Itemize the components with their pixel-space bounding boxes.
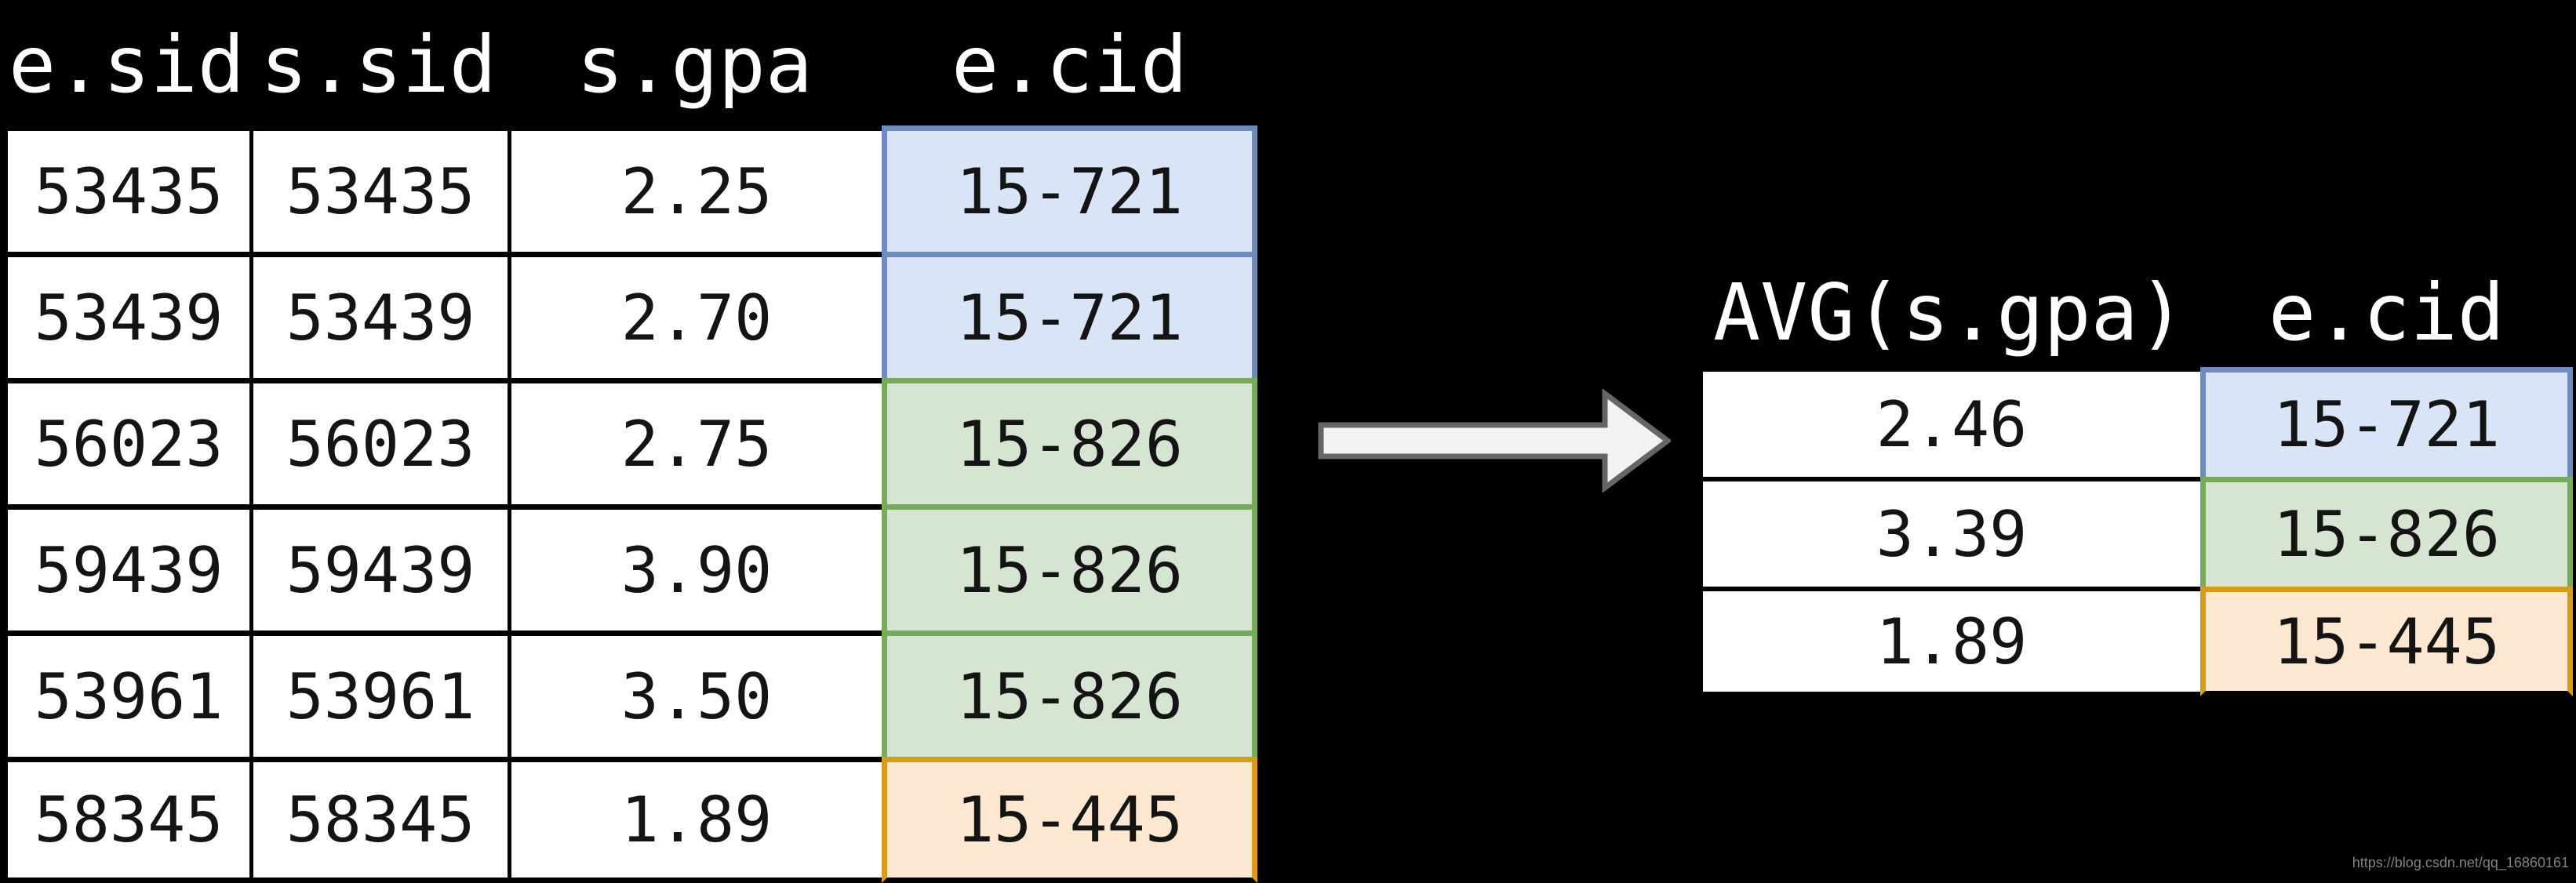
column-header-e-sid: e.sid <box>8 18 246 111</box>
table-cell: 3.50 <box>508 630 882 757</box>
result-table-header-row: AVG(s.gpa) e.cid <box>1698 267 2573 358</box>
table-cell-course: 15-721 <box>2200 367 2573 477</box>
table-cell: 53961 <box>4 630 249 757</box>
table-cell: 58345 <box>4 757 249 883</box>
table-cell: 59439 <box>4 504 249 630</box>
source-table: 53435 53435 2.25 15-721 53439 53439 2.70… <box>4 125 1257 883</box>
table-cell: 3.90 <box>508 504 882 630</box>
table-cell: 2.46 <box>1698 367 2200 477</box>
table-cell: 58345 <box>249 757 508 883</box>
table-cell: 2.70 <box>508 252 882 378</box>
table-cell: 53961 <box>249 630 508 757</box>
table-cell-course: 15-826 <box>882 630 1257 757</box>
table-cell: 56023 <box>4 378 249 504</box>
table-cell: 1.89 <box>1698 587 2200 696</box>
table-cell: 53435 <box>4 125 249 252</box>
table-cell-course: 15-445 <box>2200 587 2573 696</box>
column-header-avg-gpa: AVG(s.gpa) <box>1712 267 2186 358</box>
watermark-url: https://blog.csdn.net/qq_16860161 <box>2352 855 2569 870</box>
table-cell-course: 15-826 <box>2200 477 2573 587</box>
table-cell: 2.25 <box>508 125 882 252</box>
table-cell-course: 15-721 <box>882 125 1257 252</box>
table-cell-course: 15-826 <box>882 378 1257 504</box>
source-table-header-row: e.sid s.sid s.gpa e.cid <box>4 9 1257 119</box>
result-table: 2.46 15-721 3.39 15-826 1.89 15-445 <box>1698 367 2573 696</box>
table-cell: 56023 <box>249 378 508 504</box>
table-cell: 53439 <box>249 252 508 378</box>
table-cell: 1.89 <box>508 757 882 883</box>
table-cell: 2.75 <box>508 378 882 504</box>
column-header-s-sid: s.sid <box>260 18 497 111</box>
column-header-s-gpa: s.gpa <box>576 18 813 111</box>
table-cell: 59439 <box>249 504 508 630</box>
table-cell-course: 15-721 <box>882 252 1257 378</box>
table-cell-course: 15-826 <box>882 504 1257 630</box>
table-cell-course: 15-445 <box>882 757 1257 883</box>
column-header-e-cid: e.cid <box>2268 267 2505 358</box>
right-arrow-icon <box>1318 389 1671 492</box>
table-cell: 3.39 <box>1698 477 2200 587</box>
table-cell: 53439 <box>4 252 249 378</box>
table-cell: 53435 <box>249 125 508 252</box>
column-header-e-cid: e.cid <box>951 18 1188 111</box>
